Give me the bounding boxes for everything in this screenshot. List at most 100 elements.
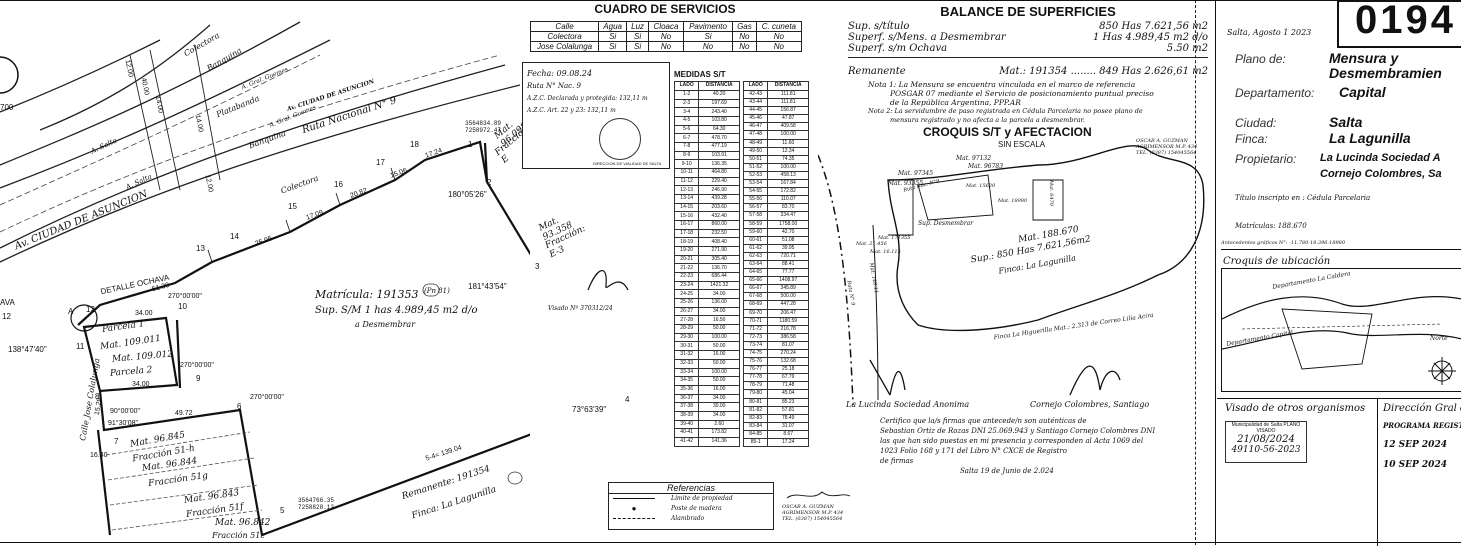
firmas-block: La Lucinda Sociedad Anonima Cornejo Colo… [840, 340, 1200, 540]
balance-value-0: 850 Has 7.621,56 m2 [1099, 21, 1208, 32]
angle-10: 270°00'00" [168, 293, 202, 300]
medidas-lado: 70-71 [742, 316, 769, 326]
medidas-distancia: 132.68 [767, 357, 809, 367]
vertex-15: 15 [288, 202, 297, 211]
balance-value-3: Mat.: 191354 ........ 849 Has 2.626,61 m… [999, 66, 1208, 77]
medidas-lado: 61-62 [742, 243, 769, 253]
svc-r1c0: Jose Colalunga [529, 41, 600, 52]
medidas-lado: 18-19 [673, 237, 700, 248]
medidas-lado: 66-67 [742, 284, 769, 294]
vertex-4: 4 [625, 395, 630, 404]
rt-sep1: 12 SEP 2024 [1383, 440, 1447, 450]
dim-18-1: 17.24 [424, 147, 444, 160]
svc-r1c4: No [682, 41, 734, 52]
divider-rt [1215, 0, 1216, 545]
medidas-distancia: 439.28 [698, 194, 740, 204]
angle-2: 180°05'26" [448, 190, 487, 199]
medidas-distancia: 1421.32 [698, 280, 740, 291]
svc-r1c2: Si [626, 41, 650, 52]
ochava-edge-label: AVA [0, 298, 15, 307]
medidas-lado: 20-21 [673, 254, 700, 265]
cert-block: Certifico que la/s firmas que antecede/n… [880, 416, 1205, 476]
coord-bottom: 3564766.35 7258828.12 [298, 497, 335, 511]
medidas-distancia: 141.36 [698, 436, 740, 448]
medidas-distancia: 408.40 [698, 237, 740, 248]
rt-plano-val2: Desmembramien [1329, 65, 1442, 81]
medidas-distancia: 103.80 [698, 116, 740, 126]
medidas-lado: 31-32 [673, 350, 700, 360]
rt-finca-label: Finca: [1235, 132, 1268, 146]
medidas-distancia: 45.04 [767, 389, 809, 399]
vertex-10: 10 [178, 302, 187, 311]
dim-colalunga: 16.40 [90, 452, 108, 459]
medidas-lado: 36-37 [673, 393, 700, 404]
medidas-lado: 25-26 [673, 298, 700, 308]
medidas-distancia: 40.20 [698, 90, 740, 100]
medidas-lado: 58-59 [742, 219, 769, 229]
fraccion-51e: Fracción 51e [212, 531, 266, 540]
rt-prop-val1: La Lucinda Sociedad A [1320, 152, 1441, 164]
dim-1-10: 34.00 [135, 310, 153, 317]
medidas-lado: 48-49 [742, 138, 769, 148]
profesional-signature [786, 491, 851, 499]
vertex-18: 18 [410, 140, 419, 149]
prof-stamp-bottom-text: OSCAR A. GUZMAN AGRIMENSOR M.P. 434 TEL.… [782, 504, 844, 522]
medidas-lado: 1-2 [673, 90, 700, 100]
svc-h1: Agua [598, 21, 628, 32]
dim-16-17: 20.82 [349, 187, 369, 200]
medidas-lado: 2-3 [673, 98, 700, 109]
medidas-lado: 40-41 [673, 428, 700, 438]
street-a-guemes-1: A. Gral. Guemes [240, 65, 290, 92]
vertex-6: 6 [237, 402, 242, 411]
rt-croquis-ub: Croquis de ubicación [1223, 256, 1331, 267]
note-line-4: mensura registrado y no afecta a la parc… [890, 116, 1085, 124]
svc-r1c3: No [648, 41, 684, 52]
medidas-lado: 24-25 [673, 289, 700, 300]
medidas-lado: 39-40 [673, 419, 700, 430]
dim-7-6: 49.72 [175, 410, 193, 417]
svc-h4: Pavimento [682, 21, 734, 32]
medidas-lado: 16-17 [673, 220, 700, 230]
rt-muni-text: Municipalidad de Salta PLANO VISADO [1231, 422, 1301, 434]
note-line-3: Nota 2: La servidumbre de paso registrad… [868, 107, 1143, 115]
partial-number: 700 [0, 103, 14, 112]
croquis-label-6470: Mat. 6470 [1048, 179, 1055, 207]
mat-109011: Mat. 109.011 [99, 333, 162, 353]
parcela-2: Parcela 2 [109, 365, 153, 379]
medidas-distancia: 243.40 [698, 107, 740, 117]
street-colectora-1: Colectora [182, 30, 221, 59]
street-a-salta-1: A. Salta [89, 136, 119, 156]
medidas-lado: 73-74 [742, 340, 769, 351]
medidas-lado: 60-61 [742, 235, 769, 245]
croquis-label-171355: Mat. 171355 [878, 235, 911, 241]
medidas-distancia: 1180.59 [767, 316, 809, 326]
medidas-lado: 45-46 [742, 114, 769, 124]
medidas-lado: 32-33 [673, 358, 700, 369]
rt-plano-label: Plano de: [1235, 52, 1286, 66]
medidas-distancia: 42.70 [767, 227, 809, 237]
vertex-3: 3 [535, 262, 540, 271]
